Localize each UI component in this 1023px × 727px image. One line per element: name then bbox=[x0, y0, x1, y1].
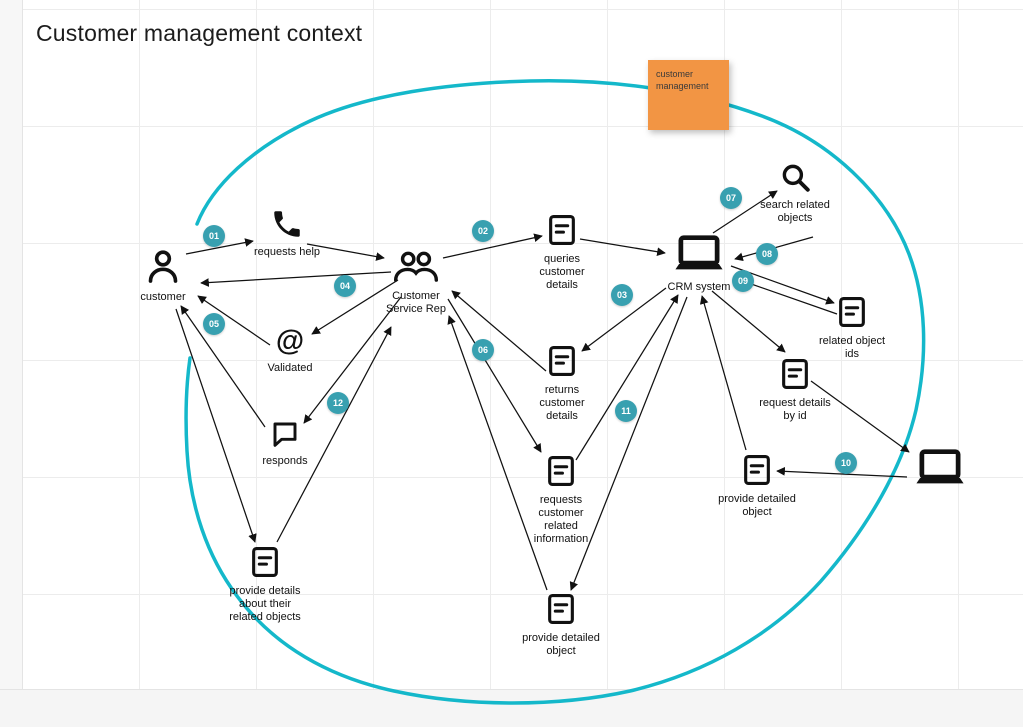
laptop-icon bbox=[911, 446, 969, 490]
node-requests-customer-related-information[interactable]: requests customer related information bbox=[519, 453, 603, 546]
node-provide-detailed-object-right-label: provide detailed object bbox=[718, 493, 796, 518]
document-icon bbox=[545, 343, 579, 379]
flow-badge-07[interactable]: 07 bbox=[720, 187, 742, 209]
sticky-note-text: customer management bbox=[656, 69, 709, 91]
sticky-note[interactable]: customer management bbox=[648, 60, 729, 130]
flow-arrow bbox=[200, 271, 392, 287]
speech-bubble-icon bbox=[269, 418, 301, 450]
node-validated[interactable]: @ Validated bbox=[250, 325, 330, 375]
flow-arrow bbox=[699, 295, 747, 451]
node-search-related-objects[interactable]: search related objects bbox=[749, 160, 841, 225]
node-provide-detailed-object-bottom[interactable]: provide detailed object bbox=[511, 591, 611, 658]
node-external-system[interactable] bbox=[910, 446, 970, 495]
node-crm-system[interactable]: CRM system bbox=[654, 232, 744, 294]
document-icon bbox=[835, 294, 869, 330]
node-requests-help-label: requests help bbox=[253, 246, 321, 258]
node-provide-detailed-object-right[interactable]: provide detailed object bbox=[707, 452, 807, 519]
document-icon bbox=[545, 212, 579, 248]
node-requests-customer-related-information-label: requests customer related information bbox=[533, 494, 589, 545]
node-validated-label: Validated bbox=[267, 362, 313, 374]
flow-badge-12[interactable]: 12 bbox=[327, 392, 349, 414]
flow-badge-06[interactable]: 06 bbox=[472, 339, 494, 361]
flow-badge-10[interactable]: 10 bbox=[835, 452, 857, 474]
flow-arrow bbox=[175, 308, 257, 543]
people-icon bbox=[391, 247, 441, 285]
flow-badge-08[interactable]: 08 bbox=[756, 243, 778, 265]
at-sign-icon: @ bbox=[275, 325, 305, 357]
node-related-object-ids[interactable]: related object ids bbox=[811, 294, 893, 361]
node-request-details-by-id[interactable]: request details by id bbox=[751, 356, 839, 423]
node-responds-label: responds bbox=[262, 455, 308, 467]
node-crm-system-label: CRM system bbox=[667, 281, 731, 293]
node-responds[interactable]: responds bbox=[246, 418, 324, 468]
node-requests-help[interactable]: requests help bbox=[240, 207, 334, 259]
flow-arrow bbox=[569, 296, 688, 591]
flow-badge-05[interactable]: 05 bbox=[203, 313, 225, 335]
document-icon bbox=[740, 452, 774, 488]
node-queries-customer-details-label: queries customer details bbox=[539, 253, 585, 291]
document-icon bbox=[248, 544, 282, 580]
flow-badge-11[interactable]: 11 bbox=[615, 400, 637, 422]
node-queries-customer-details[interactable]: queries customer details bbox=[522, 212, 602, 292]
node-request-details-by-id-label: request details by id bbox=[759, 397, 831, 422]
node-provide-detailed-object-bottom-label: provide detailed object bbox=[522, 632, 600, 657]
node-customer-service-rep-label: Customer Service Rep bbox=[386, 290, 446, 315]
laptop-icon bbox=[670, 232, 728, 276]
node-returns-customer-details[interactable]: returns customer details bbox=[522, 343, 602, 423]
node-customer-label: customer bbox=[140, 291, 186, 303]
person-icon bbox=[143, 246, 183, 286]
board-edge-bottom bbox=[0, 689, 1023, 727]
document-icon bbox=[778, 356, 812, 392]
node-returns-customer-details-label: returns customer details bbox=[539, 384, 585, 422]
flow-badge-02[interactable]: 02 bbox=[472, 220, 494, 242]
node-provide-details-related-objects-label: provide details about their related obje… bbox=[229, 585, 301, 623]
document-icon bbox=[544, 453, 578, 489]
node-search-related-objects-label: search related objects bbox=[760, 199, 830, 224]
node-customer[interactable]: customer bbox=[125, 246, 201, 304]
flow-badge-03[interactable]: 03 bbox=[611, 284, 633, 306]
document-icon bbox=[544, 591, 578, 627]
page-title: Customer management context bbox=[36, 20, 363, 46]
phone-icon bbox=[270, 207, 304, 241]
flow-badge-09[interactable]: 09 bbox=[732, 270, 754, 292]
magnifier-icon bbox=[778, 160, 812, 194]
flow-badge-04[interactable]: 04 bbox=[334, 275, 356, 297]
node-provide-details-related-objects[interactable]: provide details about their related obje… bbox=[215, 544, 315, 624]
node-customer-service-rep[interactable]: Customer Service Rep bbox=[368, 247, 464, 316]
flow-arrow bbox=[711, 290, 786, 353]
board-edge-left bbox=[0, 0, 23, 727]
flow-badge-01[interactable]: 01 bbox=[203, 225, 225, 247]
